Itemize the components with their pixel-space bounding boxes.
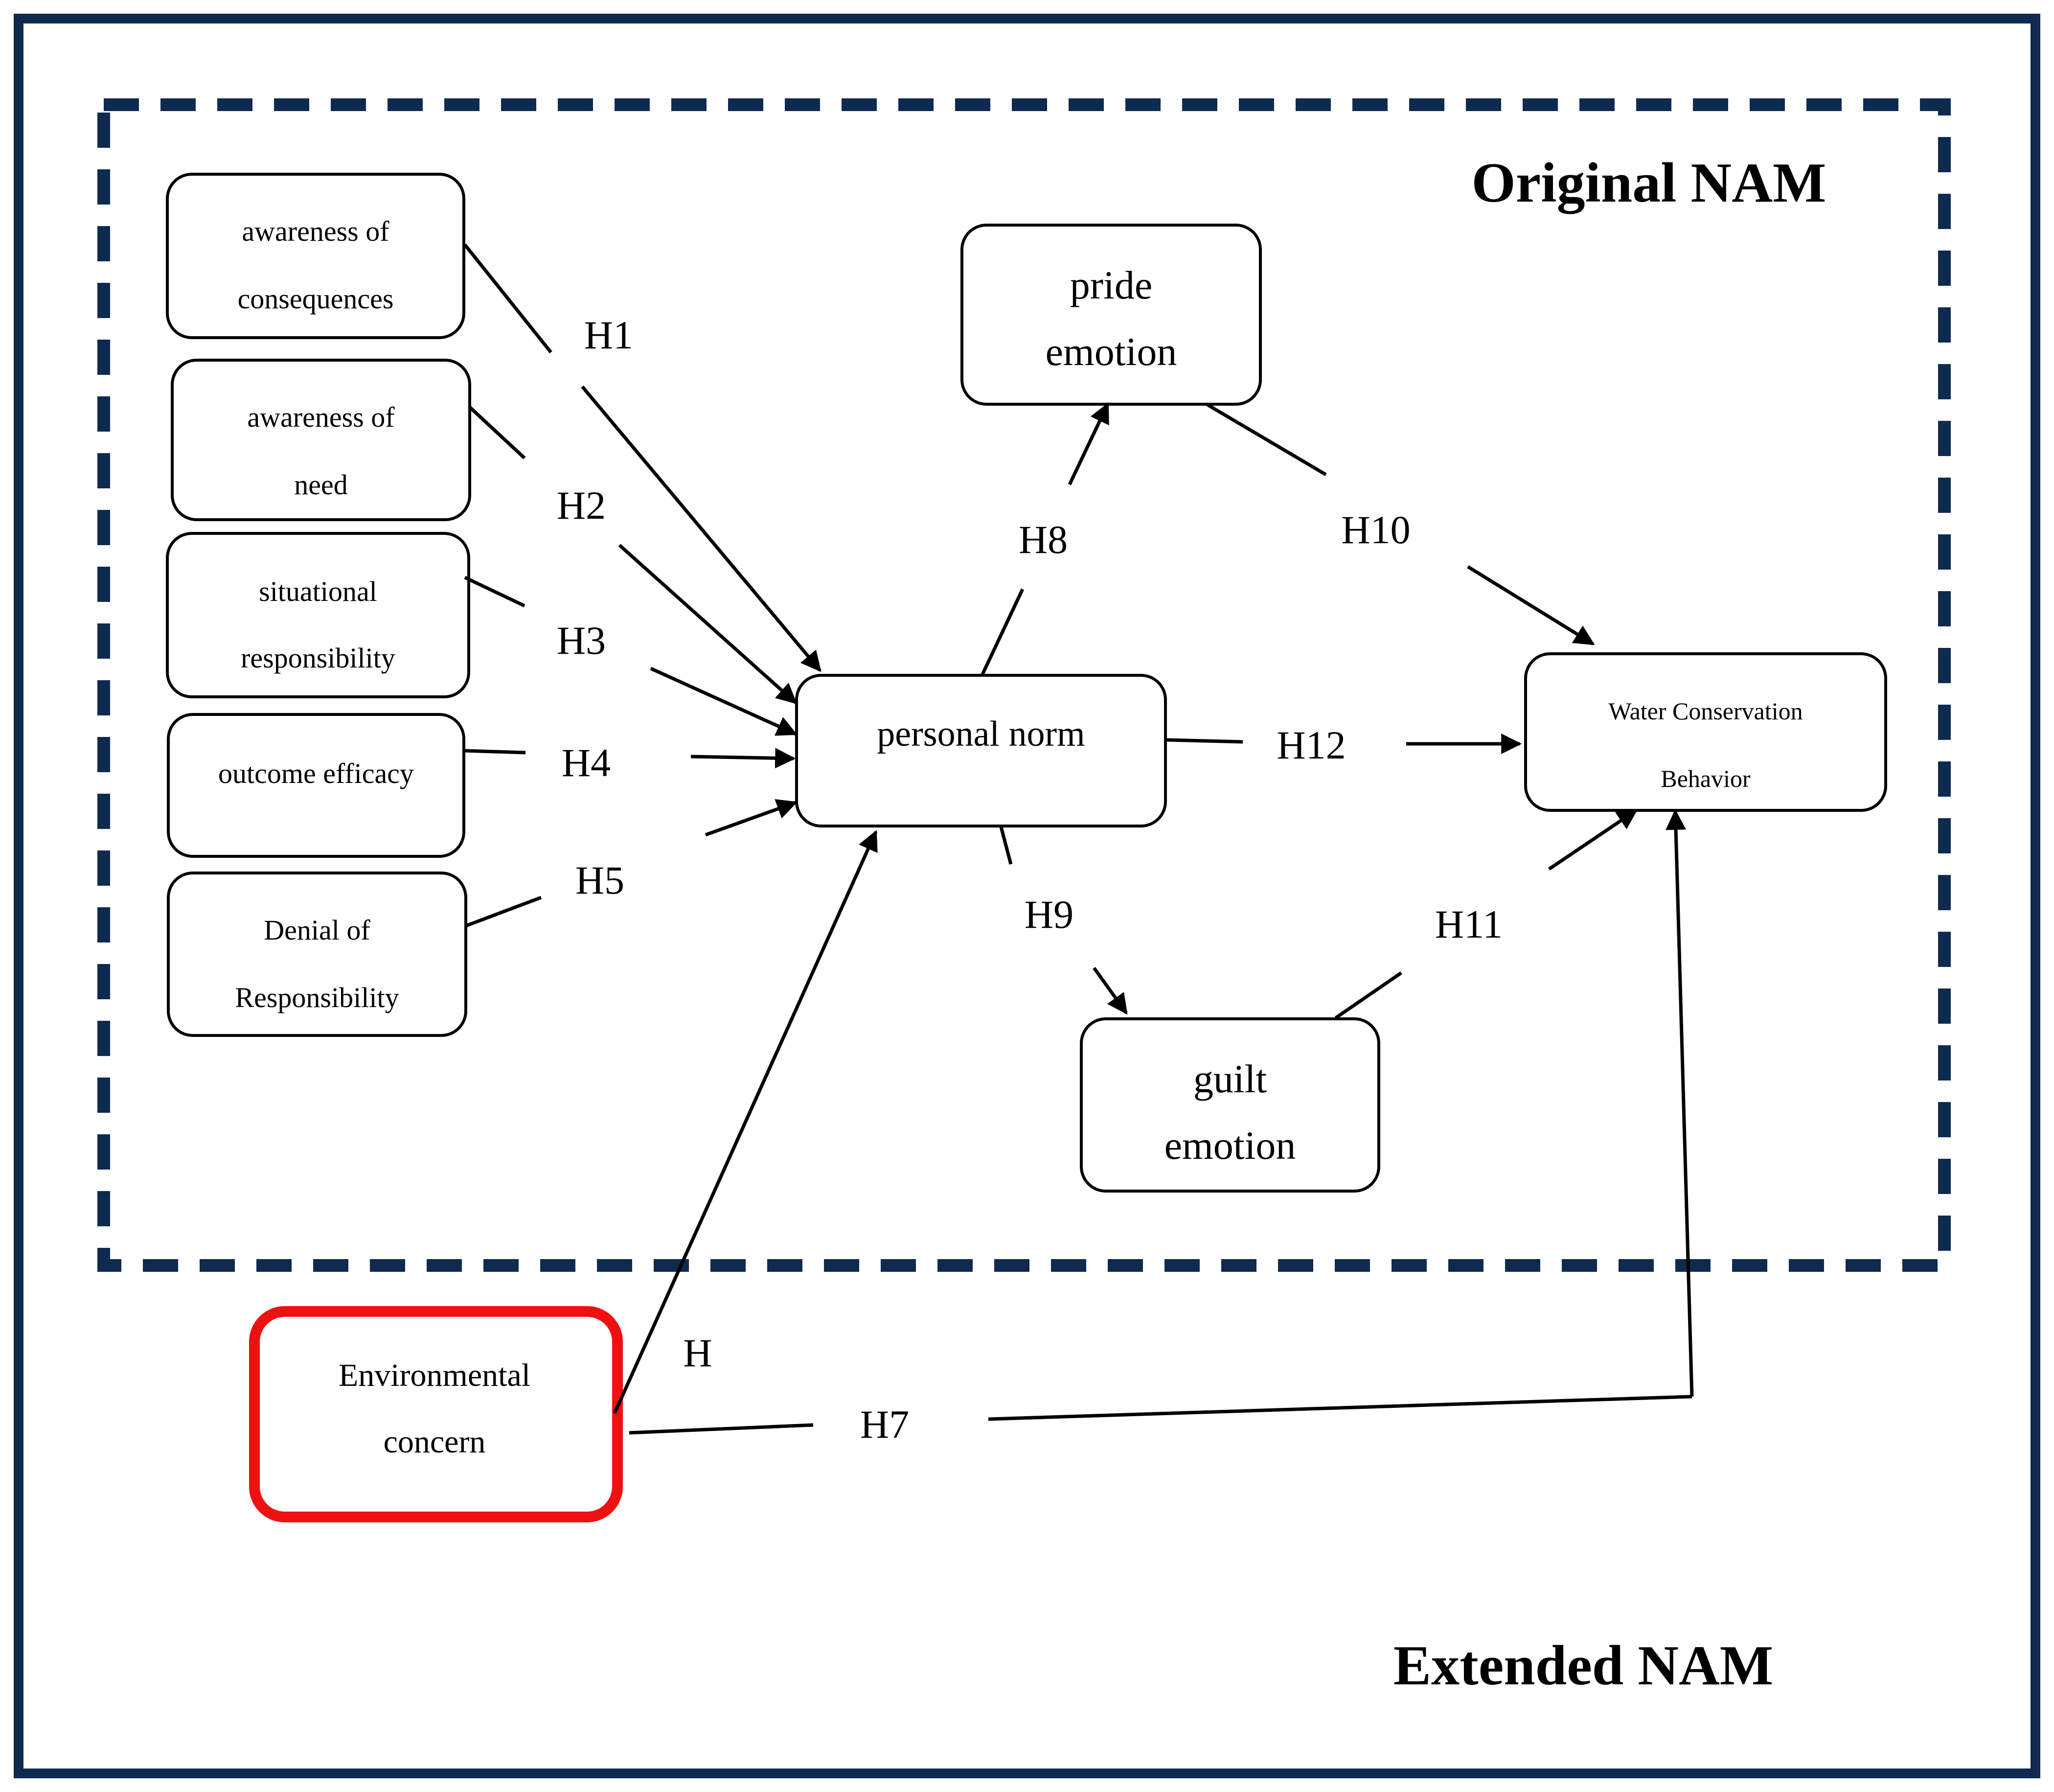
node-outcome-efficacy: outcome efficacy [167,713,465,858]
path-h11-start [1335,971,1402,1019]
node-awareness-of-consequences: awareness of consequences [166,173,465,339]
svg-text:Behavior: Behavior [1661,765,1751,792]
path-h10-start [1206,402,1327,477]
node-denial-of-responsibility: Denial of Responsibility [167,872,467,1037]
arrow-h11 [1548,809,1638,871]
svg-text:awareness of: awareness of [242,215,389,247]
svg-text:awareness of: awareness of [247,401,395,433]
path-h12-start [1166,738,1243,744]
svg-text:personal norm: personal norm [877,714,1085,754]
label-h11: H11 [1435,902,1503,946]
svg-text:Environmental: Environmental [339,1357,530,1393]
path-h3-start [464,575,525,608]
path-h7-start [629,1423,814,1435]
arrow-h3 [650,666,798,736]
svg-text:emotion: emotion [1046,329,1177,374]
svg-text:consequences: consequences [238,283,394,315]
label-h9: H9 [1025,892,1073,937]
node-awareness-of-need: awareness of need [171,359,471,521]
label-h4: H4 [562,740,611,785]
original-nam-frame [97,98,1951,1272]
arrow-h7 [1666,809,1694,1397]
arrow-h8 [1068,402,1110,485]
path-h2-start [468,406,526,459]
label-h5: H5 [575,858,624,902]
path-h5-start [465,896,542,928]
path-h9-start [999,827,1013,865]
arrow-h5 [705,799,798,837]
label-h6: H [683,1331,712,1375]
arrow-h1 [581,385,822,672]
svg-text:pride: pride [1070,263,1152,307]
svg-text:outcome efficacy: outcome efficacy [218,758,414,789]
node-pride-emotion: pride emotion [960,224,1262,406]
extended-nam-title: Extended NAM [1393,1634,1774,1697]
svg-text:situational: situational [259,575,377,607]
svg-text:Responsibility: Responsibility [235,982,399,1013]
svg-text:guilt: guilt [1193,1057,1267,1101]
svg-text:concern: concern [384,1424,486,1460]
svg-text:need: need [294,469,348,501]
extended-nam-frame [14,14,2040,1778]
node-environmental-concern: Environmental concern [249,1306,623,1522]
arrow-h10 [1467,565,1595,645]
label-h7: H7 [860,1402,909,1447]
label-h1: H1 [584,313,633,357]
svg-text:emotion: emotion [1164,1123,1296,1168]
path-h8-start [981,588,1025,675]
label-h10: H10 [1341,507,1410,552]
node-guilt-emotion: guilt emotion [1080,1017,1380,1193]
arrow-h4 [690,748,796,769]
arrow-h9 [1093,966,1128,1015]
label-h3: H3 [557,618,606,663]
original-nam-title: Original NAM [1472,152,1826,214]
path-h1-start [463,243,552,354]
path-h4-start [463,749,526,755]
svg-text:Denial of: Denial of [264,914,370,946]
node-water-conservation-behavior: Water Conservation Behavior [1524,652,1887,812]
svg-text:Water Conservation: Water Conservation [1608,697,1803,725]
arrow-h6 [613,830,878,1414]
node-personal-norm: personal norm [795,674,1167,827]
path-h7-middle [988,1395,1692,1421]
svg-text:responsibility: responsibility [241,642,395,674]
label-h8: H8 [1019,517,1068,562]
arrow-h2 [618,544,798,704]
label-h2: H2 [557,483,606,528]
node-situational-responsibility: situational responsibility [166,532,470,698]
label-h12: H12 [1277,723,1346,767]
